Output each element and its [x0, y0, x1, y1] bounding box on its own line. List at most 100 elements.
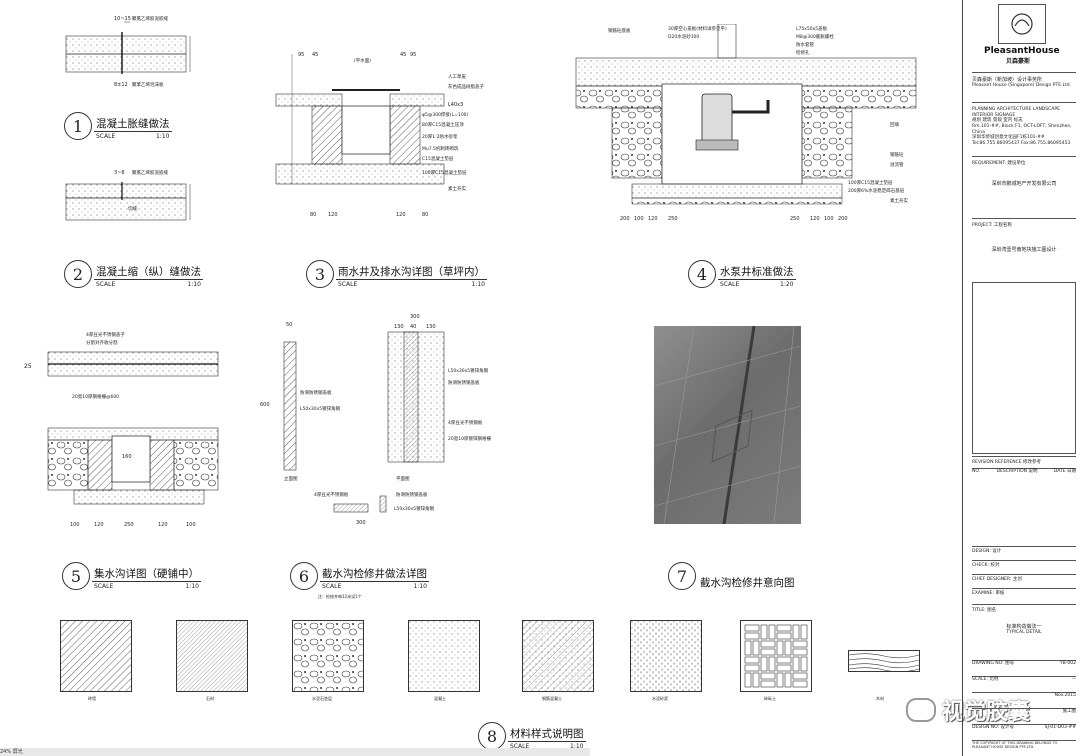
copyright: THE COPYRIGHT OF THIS DRAWING BELONGS TO… [972, 741, 1058, 750]
design-no-label: DESIGN NO: 设计号 [972, 725, 1015, 730]
d1-label-bot: 聚苯乙烯泡沫板 [132, 81, 164, 88]
detail-2-scale: 1:10 [187, 281, 201, 288]
detail-7-number: 7 [668, 562, 696, 590]
d3-dim-top-4: 95 [410, 52, 416, 58]
detail-5-number: 5 [62, 562, 90, 590]
material-swatch-rubble [292, 620, 364, 692]
title-block-border [962, 0, 963, 756]
address-2: 深圳华侨城创意文化园F1栋101-## [972, 135, 1045, 141]
detail-2-scale-label: SCALE [96, 281, 116, 288]
detail-6-note: 注：检修井每12米设1个 [318, 594, 362, 599]
d3-dim-top-2: 45 [312, 52, 318, 58]
d4-dim-5: 250 [790, 216, 800, 222]
d6-bot-label-1: 4厚豆光不锈钢板 [314, 491, 349, 498]
d5-dim-1: 100 [70, 522, 80, 528]
detail-6-number: 6 [290, 562, 318, 590]
d3-dim-bot-1: 80 [310, 212, 316, 218]
detail-5-title: 集水沟详图（硬铺中） [92, 568, 201, 582]
d2-dim: 3~8 [114, 170, 125, 176]
d4-label-top-7: 检修孔 [796, 49, 810, 56]
date-value: Nov.2015 [1054, 693, 1076, 698]
firm-cn: 贝森豪斯（新加坡）设计事务所 [972, 77, 1043, 83]
title-label: TITLE: 图名 [972, 608, 997, 613]
d5-mid: 160 [122, 454, 132, 460]
d3-label-2: 灰色成品树脂盖子 [448, 83, 484, 90]
date-cell: Nov.2015 [972, 692, 1076, 699]
copyright-cell: THE COPYRIGHT OF THIS DRAWING BELONGS TO… [972, 740, 1076, 750]
services-cn: 规划 建筑 景观 室内 标志 [972, 118, 1023, 124]
detail-6-title: 截水沟检修井做法详图 [320, 568, 429, 582]
d1-label-top: 聚氯乙烯胶泥嵌缝 [132, 15, 168, 22]
detail-2-drawing: 3~8 聚氯乙烯胶泥嵌缝 切缝 [65, 169, 191, 221]
services: PLANNING ARCHITECTURE LANDSCAPE INTERIOR… [972, 107, 1060, 118]
d3-label-10: 素土夯实 [448, 185, 466, 192]
d4-label-top-1: 钢筋砼底板 [608, 27, 631, 34]
d5-dim-5: 100 [186, 522, 196, 528]
scale-label: SCALE: 比例 [972, 677, 999, 682]
detail-3-number: 3 [306, 260, 334, 288]
d3-label-5: 80厚C15混凝土压顶 [422, 121, 464, 128]
examine-label: EXAMINE: 审核 [972, 591, 1005, 596]
d6-bot-label-2: 防滑防锈钢盖板 [396, 491, 428, 498]
chief-label: CHIEF DESIGNER: 主创 [972, 577, 1022, 582]
d6-label-3: 4厚豆光不锈钢板 [448, 419, 483, 426]
title-block: PleasantHouse 贝森豪斯 贝森豪斯（新加坡）设计事务所 Pleasa… [968, 0, 1080, 756]
phase-value: 施工图 [1062, 709, 1077, 714]
detail-4-title: 水泵井标准做法 [718, 266, 796, 280]
d3-label-4: φ5@300焊接(L=100) [422, 111, 469, 118]
chief-cell: CHIEF DESIGNER: 主创 [972, 574, 1076, 583]
d3-dim-bot-3: 120 [396, 212, 406, 218]
material-label-5: 钢筋混凝土 [542, 696, 562, 701]
firm-en: Pleasant House (Singapore) Design PTE.Lt… [972, 83, 1072, 89]
drawing-no-label: DRAWING NO: 图号 [972, 661, 1015, 666]
check-cell: CHECK: 校对 [972, 560, 1076, 569]
d4-label-right-4: 100厚C15混凝土垫层 [848, 179, 893, 186]
detail-4-number: 4 [688, 260, 716, 288]
d6-dim-2: 300 [410, 314, 420, 320]
material-swatch-weave [740, 620, 812, 692]
d5-side-mark: 25 [24, 363, 32, 370]
photo-pavement-pattern [653, 325, 802, 525]
d1-dim-top: 10~15 [114, 16, 131, 22]
d3-label-9: 100厚C15混凝土垫层 [422, 169, 467, 176]
design-cell: DESIGN: 设计 [972, 546, 1076, 555]
d4-label-top-2: 30厚空心盖板(材料详参见平) [668, 25, 727, 32]
d3-label-1: 人工草皮 [448, 73, 466, 80]
d6-dim-3: 130 [394, 324, 404, 330]
firm-info: 贝森豪斯（新加坡）设计事务所 Pleasant House (Singapore… [972, 72, 1076, 89]
d5-dim-2: 120 [94, 522, 104, 528]
examine-cell: EXAMINE: 审核 [972, 588, 1076, 597]
d4-label-top-5: M8@300膨胀螺栓 [796, 33, 834, 40]
material-label-4: 混凝土 [434, 696, 446, 701]
scale-cell: SCALE: 比例 — [972, 676, 1076, 683]
material-label-8: 木材 [876, 696, 884, 701]
d4-label-right-6: 素土夯实 [890, 197, 908, 204]
d6-view-2: 平面图 [396, 476, 410, 482]
rev-col-date: DATE 日期 [1053, 468, 1076, 474]
detail-2-title: 混凝土缩（纵）缝做法 [94, 266, 203, 280]
logo-cn: 贝森豪斯 [1006, 58, 1031, 65]
requirement-cell: REQUIREMENT: 建设单位 深圳市鹏城地产开发有限公司 [972, 156, 1076, 197]
d3-label-8: C15混凝土垫层 [422, 155, 454, 162]
d6-dim-1: 50 [286, 322, 292, 328]
material-swatch-brick [60, 620, 132, 692]
detail-7-caption: 7 截水沟检修井意向图 [668, 562, 797, 590]
d6-dim-4: 40 [410, 324, 416, 330]
d2-label-bot: 切缝 [128, 205, 137, 212]
d4-dim-1: 200 [620, 216, 630, 222]
d4-dim-8: 200 [838, 216, 848, 222]
d5-dim-4: 120 [158, 522, 168, 528]
d4-dim-4: 250 [668, 216, 678, 222]
detail-5-scale: 1:10 [185, 583, 199, 590]
detail-6-drawing: 50 300 130 40 130 600 防滑防锈钢盖板 L50x30x5镀锌… [260, 314, 491, 526]
detail-8-scale: 1:10 [570, 743, 584, 750]
revision-label: REVISION REFERENCE 修改参考 [972, 460, 1042, 465]
d4-label-right-1: 回填 [890, 121, 899, 128]
check-label: CHECK: 校对 [972, 563, 1000, 568]
